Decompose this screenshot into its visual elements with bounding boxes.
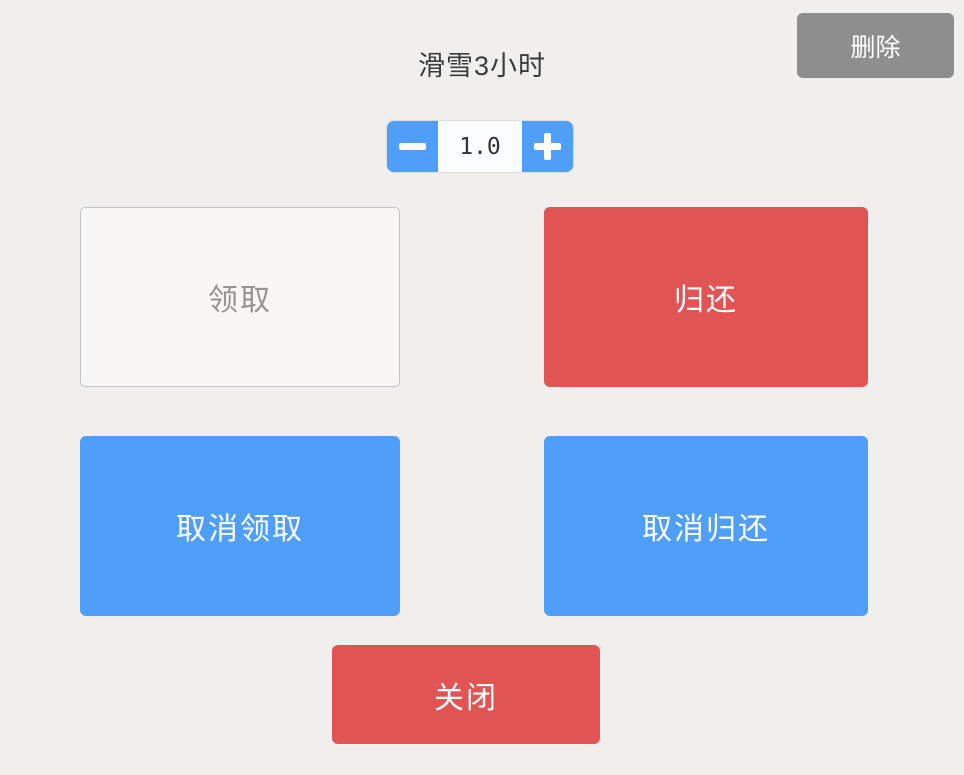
claim-button[interactable]: 领取 (80, 207, 400, 387)
decrease-button[interactable] (387, 121, 438, 172)
plus-icon (544, 133, 551, 160)
quantity-value[interactable]: 1.0 (438, 121, 522, 172)
delete-button[interactable]: 删除 (797, 13, 954, 78)
cancel-return-button[interactable]: 取消归还 (544, 436, 868, 616)
quantity-stepper: 1.0 (387, 121, 573, 172)
minus-icon (399, 143, 426, 150)
return-button[interactable]: 归还 (544, 207, 868, 387)
close-button[interactable]: 关闭 (332, 645, 600, 744)
increase-button[interactable] (522, 121, 573, 172)
cancel-claim-button[interactable]: 取消领取 (80, 436, 400, 616)
page-title: 滑雪3小时 (417, 51, 547, 81)
